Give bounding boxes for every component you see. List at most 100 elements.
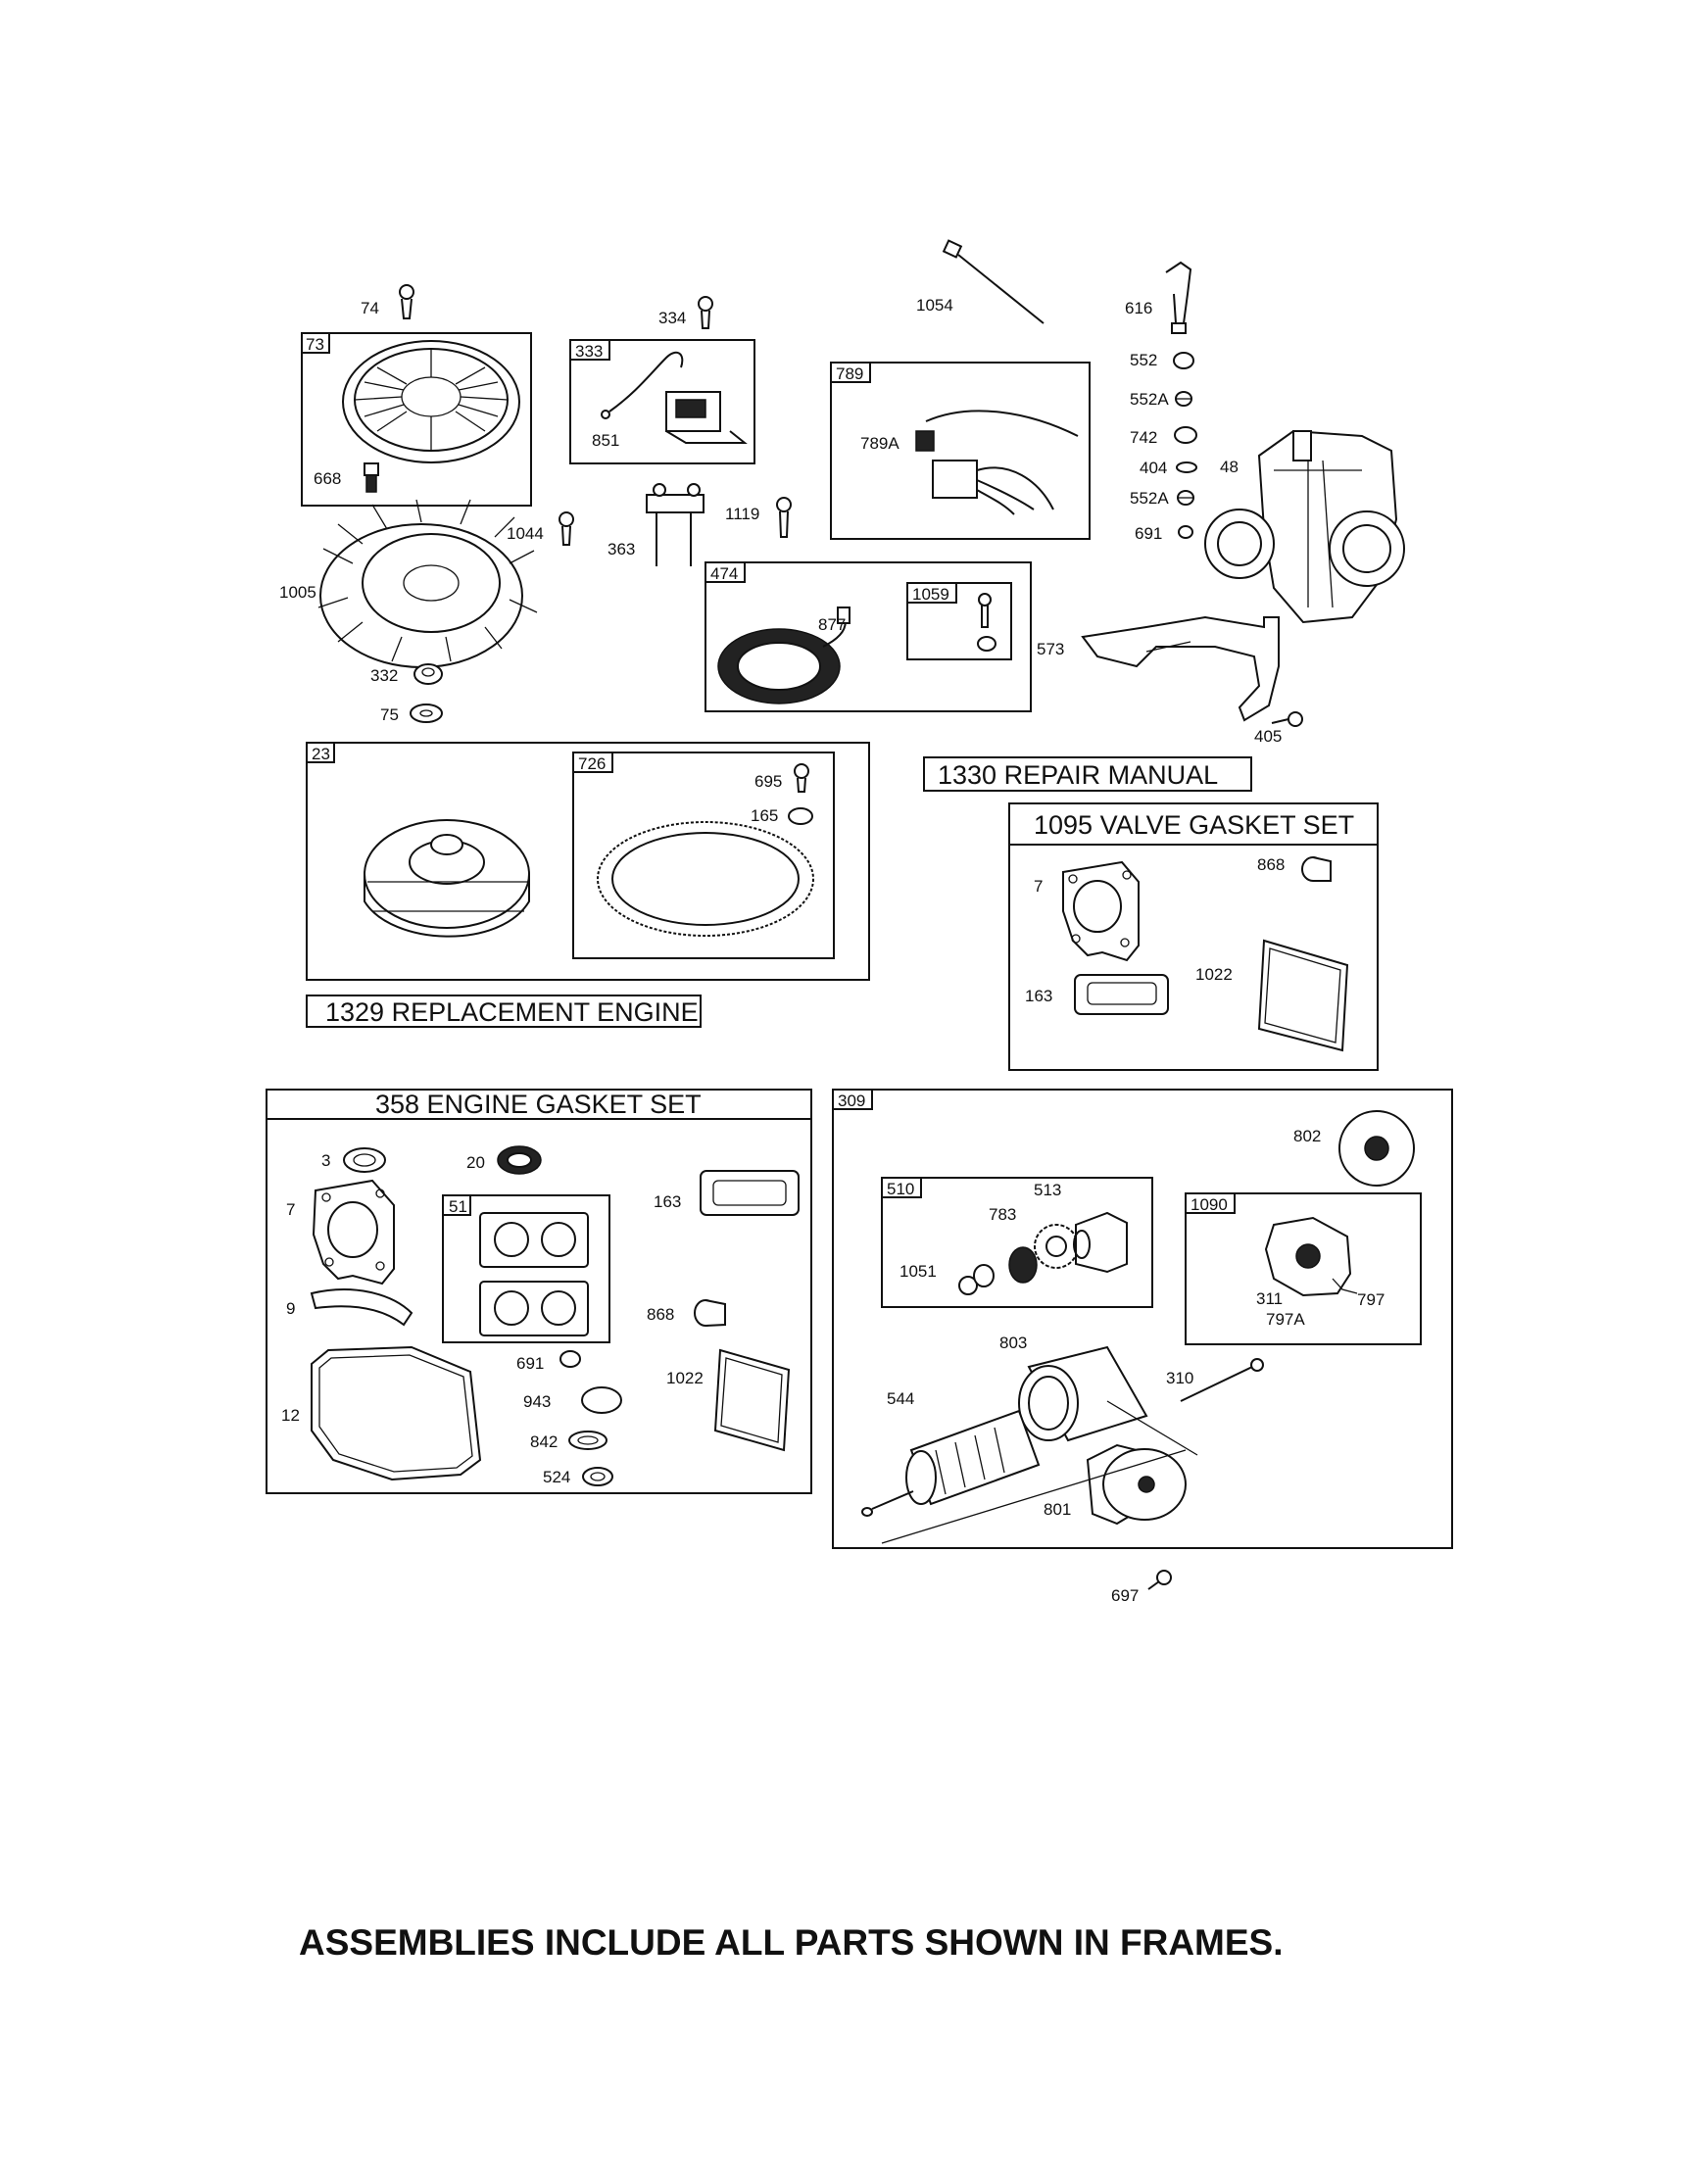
ring-404-icon xyxy=(1176,461,1197,473)
part-label-877: 877 xyxy=(818,615,846,634)
part-label-20: 20 xyxy=(466,1153,485,1172)
gasket-9-icon xyxy=(310,1288,413,1327)
part-label-9: 9 xyxy=(286,1299,295,1318)
seal-20-icon xyxy=(497,1145,542,1175)
part-label-1022-gasket: 1022 xyxy=(666,1369,704,1387)
washer-75-icon xyxy=(410,704,443,723)
part-label-868-valve: 868 xyxy=(1257,855,1285,874)
frame-tag-1090: 1090 xyxy=(1191,1195,1228,1214)
part-label-363: 363 xyxy=(608,540,635,558)
nut-691-icon xyxy=(1178,525,1193,539)
part-label-48: 48 xyxy=(1220,458,1239,476)
part-label-513: 513 xyxy=(1034,1181,1061,1199)
part-label-691-top: 691 xyxy=(1135,524,1162,543)
frame-tag-1059: 1059 xyxy=(912,585,949,604)
part-label-851: 851 xyxy=(592,431,619,450)
bolt-310-icon xyxy=(1180,1358,1264,1402)
part-label-311: 311 xyxy=(1256,1289,1283,1308)
crankcase-gasket-12-icon xyxy=(311,1345,482,1481)
flywheel-icon xyxy=(364,819,530,938)
seal-3-icon xyxy=(343,1147,386,1173)
drive-assembly-510-icon xyxy=(958,1211,1128,1295)
screw-695-icon xyxy=(794,763,809,793)
wire-harness-icon xyxy=(915,410,1079,515)
frame-tag-23: 23 xyxy=(312,745,330,763)
frame-1090 xyxy=(1185,1192,1422,1345)
screw-405-icon xyxy=(1271,711,1303,727)
intake-gasket-163-gasket-icon xyxy=(700,1170,800,1216)
intake-gasket-163-valve-icon xyxy=(1074,974,1169,1015)
part-label-616: 616 xyxy=(1125,299,1152,317)
screw-1044-icon xyxy=(559,511,574,546)
head-gasket-7-gasket-icon xyxy=(312,1179,395,1286)
ring-gear-726-icon xyxy=(597,821,814,937)
washer-842-icon xyxy=(568,1431,608,1450)
repair-manual-box xyxy=(923,756,1252,792)
end-plate-801-icon xyxy=(881,1400,1198,1544)
part-label-691-gasket: 691 xyxy=(516,1354,544,1373)
baffle-573-icon xyxy=(1081,615,1280,722)
part-label-668: 668 xyxy=(314,469,341,488)
part-label-334: 334 xyxy=(658,309,686,327)
frame-tag-333: 333 xyxy=(575,342,603,361)
part-label-7-valve: 7 xyxy=(1034,877,1043,896)
screw-1119-icon xyxy=(776,497,792,538)
part-label-405: 405 xyxy=(1254,727,1282,746)
part-label-332: 332 xyxy=(370,666,398,685)
frame-510 xyxy=(881,1177,1153,1308)
part-label-12: 12 xyxy=(281,1406,300,1425)
fan-1005-icon xyxy=(317,499,538,668)
part-label-552: 552 xyxy=(1130,351,1157,369)
nut-165-icon xyxy=(788,807,813,825)
engine-gasket-set-frame xyxy=(266,1089,812,1494)
part-label-1044: 1044 xyxy=(507,524,544,543)
frame-tag-789: 789 xyxy=(836,364,863,383)
screw-668-icon xyxy=(364,462,379,493)
part-label-1051: 1051 xyxy=(899,1262,937,1281)
part-label-3: 3 xyxy=(321,1151,330,1170)
part-label-404: 404 xyxy=(1140,459,1167,477)
footer-note: ASSEMBLIES INCLUDE ALL PARTS SHOWN IN FR… xyxy=(299,1922,1284,1963)
carburetor-gaskets-51-icon xyxy=(479,1212,589,1336)
frame-23 xyxy=(306,742,870,981)
screw-334-icon xyxy=(698,296,713,329)
dipstick-616-icon xyxy=(1165,261,1192,334)
frame-474 xyxy=(705,561,1032,712)
nut-691-gasket-icon xyxy=(559,1350,581,1368)
frame-726 xyxy=(572,752,835,959)
part-label-573: 573 xyxy=(1037,640,1064,658)
frame-tag-726: 726 xyxy=(578,754,606,773)
cover-gasket-1022-gasket-icon xyxy=(713,1348,791,1452)
nut-332-icon xyxy=(413,663,443,685)
screw-nut-1059-icon xyxy=(977,593,996,652)
part-label-943: 943 xyxy=(523,1392,551,1411)
part-label-742: 742 xyxy=(1130,428,1157,447)
frame-tag-510: 510 xyxy=(887,1180,914,1198)
part-label-783: 783 xyxy=(989,1205,1016,1224)
brush-holder-1090-icon xyxy=(1264,1216,1358,1297)
part-label-695: 695 xyxy=(754,772,782,791)
part-label-1119: 1119 xyxy=(725,505,759,523)
part-label-74: 74 xyxy=(361,299,379,317)
housing-803-icon xyxy=(1018,1345,1148,1442)
frame-1059 xyxy=(906,582,1012,660)
part-label-803: 803 xyxy=(999,1334,1027,1352)
replacement-engine-box xyxy=(306,995,702,1028)
bracket-363-icon xyxy=(646,483,705,566)
end-cap-802-icon xyxy=(1338,1110,1415,1187)
frame-tag-73: 73 xyxy=(306,335,324,354)
blower-housing-icon xyxy=(342,340,520,463)
crankcase-48-icon xyxy=(1204,429,1405,624)
part-label-1005: 1005 xyxy=(279,583,316,602)
cover-gasket-1022-valve-icon xyxy=(1257,939,1349,1052)
part-label-797: 797 xyxy=(1357,1290,1385,1309)
frame-789 xyxy=(830,362,1091,540)
part-label-802: 802 xyxy=(1293,1127,1321,1145)
frame-309 xyxy=(832,1089,1453,1549)
part-label-801: 801 xyxy=(1044,1500,1071,1519)
part-label-75: 75 xyxy=(380,705,399,724)
seal-742-icon xyxy=(1174,426,1197,444)
part-label-552a-1: 552A xyxy=(1130,390,1169,409)
part-label-310: 310 xyxy=(1166,1369,1193,1387)
